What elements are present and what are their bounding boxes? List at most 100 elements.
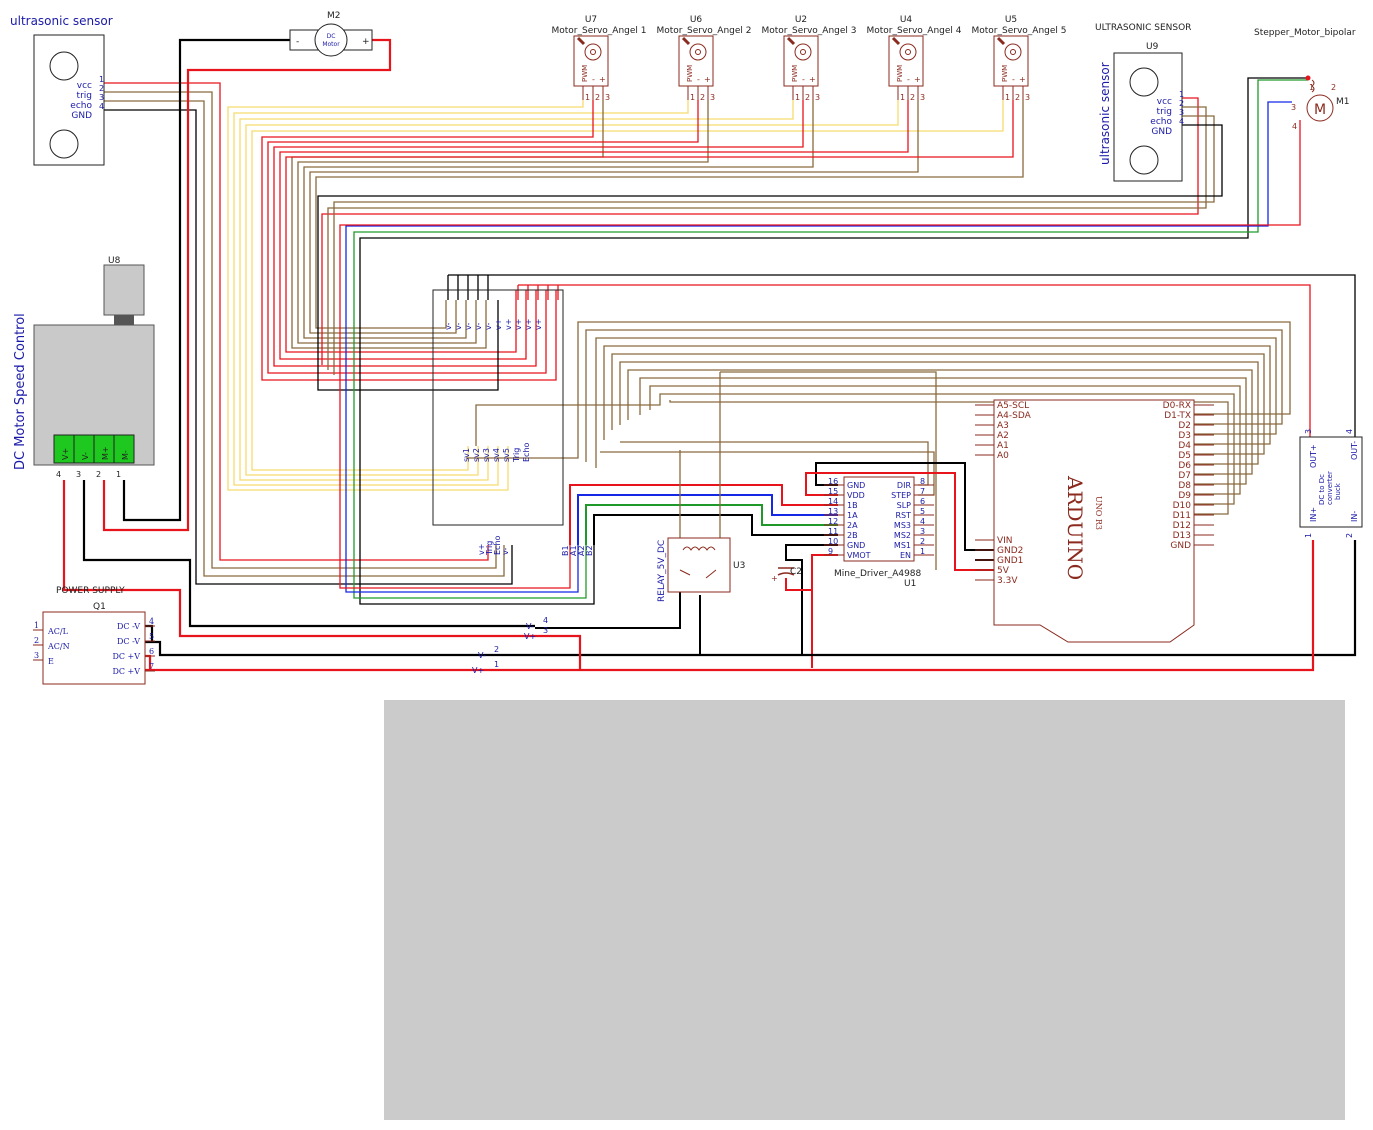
servo-pin-num: 1 — [690, 93, 695, 102]
signal-bus-label: sv4 — [492, 448, 501, 462]
driver-pin-label: 2A — [847, 521, 858, 530]
servo-name: Motor_Servo_Angel 2 — [657, 26, 752, 36]
junction-num: 4 — [543, 616, 548, 625]
stepper-symbol: M — [1314, 102, 1326, 118]
relay-name: RELAY_5V_DC — [657, 540, 667, 602]
servo-pin-num: 2 — [700, 93, 705, 102]
servo-body — [993, 35, 1029, 87]
junction-label: V+ — [472, 666, 484, 675]
signal-bus-label: Trig — [512, 448, 521, 463]
arduino-pin-label: A0 — [997, 451, 1009, 461]
servo-pin-num: 3 — [815, 93, 820, 102]
servo-pin-num: 1 — [795, 93, 800, 102]
pin-num: 1 — [1179, 90, 1184, 99]
servo-pin-num: 3 — [710, 93, 715, 102]
driver-pin-num: 7 — [920, 487, 925, 496]
servo-minus: - — [802, 75, 805, 84]
junction-label: V+ — [524, 632, 536, 641]
psu-pin-num: 1 — [34, 621, 39, 630]
servo-horn — [794, 43, 812, 61]
stepper-bus-label: A1 — [569, 545, 578, 556]
header-pin-label: v- — [484, 322, 493, 330]
psu-pin-num: 5 — [149, 632, 154, 641]
driver-pin-num: 1 — [920, 547, 925, 556]
servo-hub — [1010, 49, 1016, 55]
ultrasonic-right-ref: U9 — [1146, 42, 1159, 52]
terminal-mminus: M- — [121, 450, 130, 460]
servo-name: Motor_Servo_Angel 3 — [762, 26, 857, 36]
pin-num: 2 — [1345, 533, 1354, 538]
psu-pin-label: E — [48, 657, 54, 666]
pin-num: 3 — [1304, 429, 1313, 434]
pin-num: 4 — [1345, 429, 1354, 434]
servo-pwm: PWM — [896, 65, 904, 82]
relay-ref: U3 — [733, 561, 745, 571]
arduino-pin-label: 5V — [997, 566, 1010, 576]
servo-arm — [891, 36, 901, 46]
servo-minus: - — [697, 75, 700, 84]
us-right-pin-echo: echo — [1150, 117, 1172, 127]
header-pin-label: v- — [454, 322, 463, 330]
signal-bus-label: Echo — [522, 442, 531, 462]
junction-num: 1 — [494, 660, 499, 669]
driver-pin-num: 10 — [828, 537, 838, 546]
driver-pin-num: 11 — [828, 527, 838, 536]
servo-hub — [695, 49, 701, 55]
arduino-pin-label: A2 — [997, 431, 1009, 441]
servo-pwm: PWM — [581, 65, 589, 82]
header-pin-label: v+ — [514, 319, 523, 330]
servo-name: Motor_Servo_Angel 5 — [972, 26, 1067, 36]
capacitor-plus: + — [771, 574, 778, 583]
driver-pin-num: 5 — [920, 507, 925, 516]
servo-pin-num: 2 — [1015, 93, 1020, 102]
psu-pin-label: DC +V — [112, 667, 140, 676]
servo-plus: + — [1019, 75, 1026, 84]
servo-pin-num: 3 — [605, 93, 610, 102]
servo-pwm: PWM — [791, 65, 799, 82]
us-left-pin-gnd: GND — [71, 111, 92, 121]
arduino-pin-label: A4-SDA — [997, 411, 1032, 421]
servo-pin-num: 2 — [910, 93, 915, 102]
header-pin-label: v- — [474, 322, 483, 330]
driver-pin-label: MS2 — [894, 531, 911, 540]
us-bus-label: Echo — [493, 535, 502, 555]
psu-pin-label: DC +V — [112, 652, 140, 661]
psu-pin-num: 3 — [34, 651, 39, 660]
arduino-pin-label: D9 — [1178, 491, 1191, 501]
capacitor-c2: C2 + — [771, 567, 802, 583]
arduino-pin-label: D3 — [1178, 431, 1191, 441]
terminal-vplus: V+ — [61, 448, 70, 460]
pin-num: 2 — [96, 470, 101, 479]
dc-motor-label: Motor — [322, 41, 340, 48]
arduino-pin-label: D2 — [1178, 421, 1191, 431]
dc-motor-minus: - — [296, 37, 299, 47]
pin-num: 1 — [1309, 83, 1314, 92]
arduino-pin-label: D7 — [1178, 471, 1191, 481]
pin-num: 3 — [99, 93, 104, 102]
signal-bus-label: sv2 — [472, 448, 481, 462]
power-supply-title: POWER SUPPLY — [56, 586, 125, 596]
arduino-pin-label: D6 — [1178, 461, 1191, 471]
servo-pwm: PWM — [686, 65, 694, 82]
driver-pin-label: RST — [895, 511, 911, 520]
arduino-pin-label: D0-RX — [1163, 401, 1191, 411]
driver-pin-num: 6 — [920, 497, 925, 506]
signal-bus-label: sv3 — [482, 448, 491, 462]
driver-pin-num: 13 — [828, 507, 838, 516]
driver-pin-label: VDD — [847, 491, 865, 500]
pin-num: 3 — [1179, 108, 1184, 117]
buck-in-minus: IN- — [1350, 511, 1359, 522]
arduino-pin-label: D4 — [1178, 441, 1191, 451]
driver-pin-num: 8 — [920, 477, 925, 486]
servo-hub — [590, 49, 596, 55]
servo-horn — [899, 43, 917, 61]
buck-converter: DC to Dc converter buck OUT+ OUT- IN+ IN… — [1299, 429, 1363, 538]
capacitor-ref: C2 — [790, 567, 802, 577]
us-right-pin-trig: trig — [1157, 107, 1172, 117]
psu-pin-num: 4 — [149, 617, 154, 626]
us-right-pin-vcc: vcc — [1157, 97, 1172, 107]
servo-ref: U2 — [795, 15, 807, 25]
